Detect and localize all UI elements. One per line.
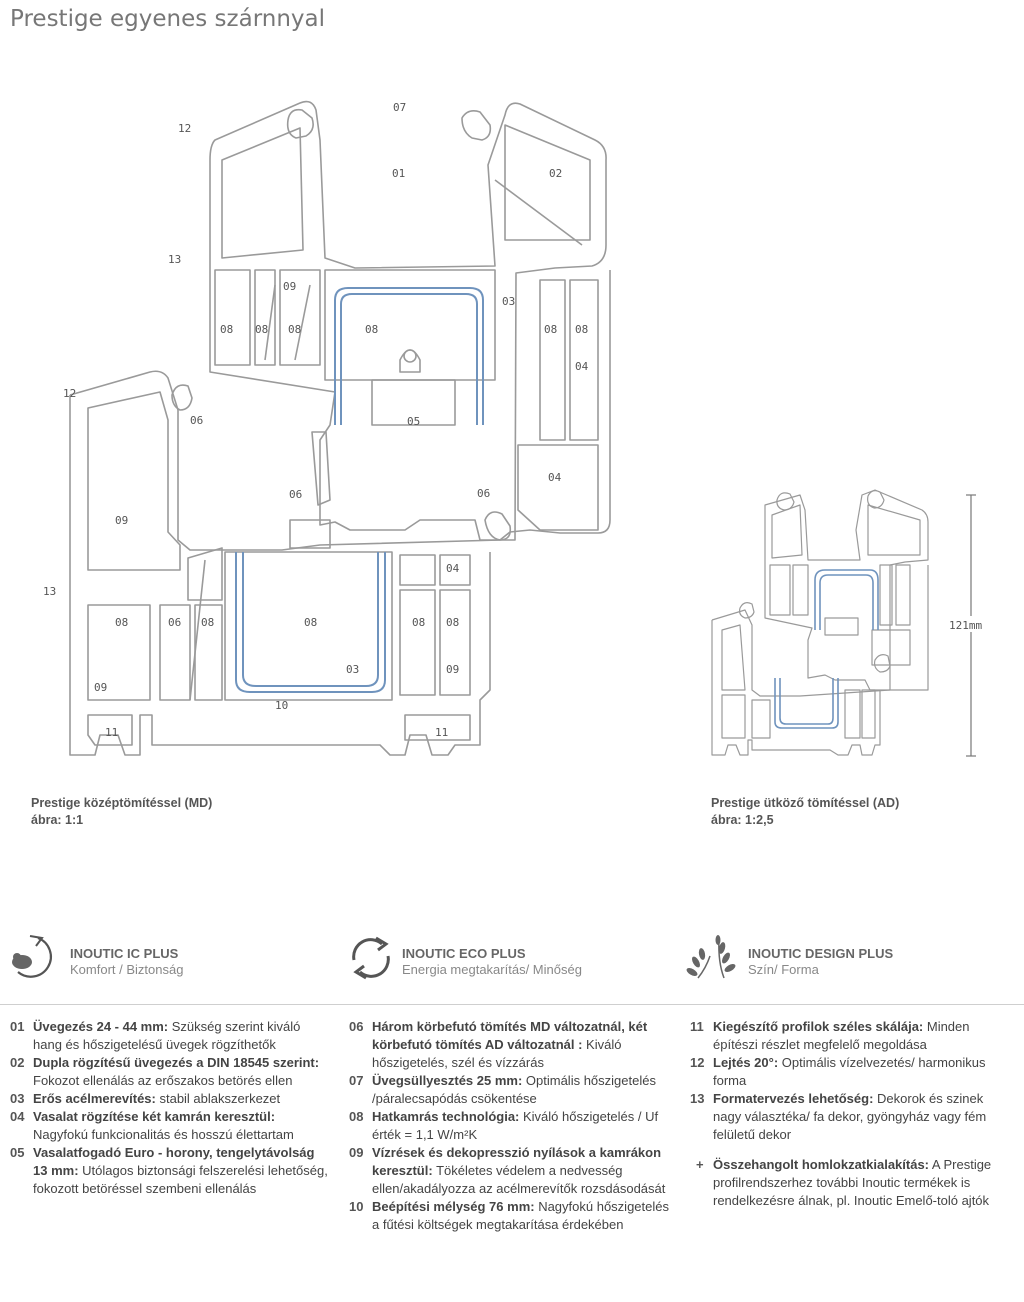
- page-title: Prestige egyenes szárnnyal: [10, 6, 326, 32]
- recycle-arrows-icon: [352, 936, 390, 980]
- label-06: 06: [168, 616, 181, 629]
- label-06: 06: [477, 487, 490, 500]
- md-caption-scale: ábra: 1:1: [31, 813, 84, 827]
- label-08: 08: [255, 323, 268, 336]
- label-08: 08: [575, 323, 588, 336]
- label-03: 03: [502, 295, 515, 308]
- label-08: 08: [304, 616, 317, 629]
- label-08: 08: [288, 323, 301, 336]
- label-10: 10: [275, 699, 288, 712]
- label-13: 13: [43, 585, 56, 598]
- ad-caption-scale: ábra: 1:2,5: [711, 813, 774, 827]
- label-05: 05: [407, 415, 420, 428]
- profile-diagrams: 07 01 02 12 13 09 03 08 08 08 08 08 08 0…: [43, 100, 983, 757]
- label-12: 12: [178, 122, 191, 135]
- md-chamber-labels: 07 01 02 12 13 09 03 08 08 08 08 08 08 0…: [43, 101, 589, 739]
- laurel-wreath-icon: [686, 935, 736, 979]
- label-11: 11: [105, 726, 118, 739]
- ad-steel-drawing: [774, 569, 879, 729]
- label-08: 08: [220, 323, 233, 336]
- md-caption-title: Prestige középtömítéssel (MD): [31, 796, 213, 810]
- label-03: 03: [346, 663, 359, 676]
- label-07: 07: [393, 101, 406, 114]
- label-08: 08: [365, 323, 378, 336]
- label-11: 11: [435, 726, 448, 739]
- comfort-security-icon: [12, 935, 52, 978]
- label-06: 06: [190, 414, 203, 427]
- label-13: 13: [168, 253, 181, 266]
- dimension-label: 121mm: [949, 619, 982, 632]
- label-09: 09: [115, 514, 128, 527]
- ad-profile-drawing: [711, 489, 929, 756]
- label-08: 08: [544, 323, 557, 336]
- steel-reinforcement-drawing: [235, 287, 484, 693]
- feature-name: INOUTIC IC PLUS: [70, 946, 179, 961]
- label-08: 08: [412, 616, 425, 629]
- feature-subtitle: Energia megtakarítás/ Minőség: [402, 962, 582, 977]
- list-item: +Összehangolt homlokzatkialakítás: A Pre…: [696, 1157, 992, 1208]
- feature-subtitle: Szín/ Forma: [748, 962, 819, 977]
- label-08: 08: [446, 616, 459, 629]
- label-06: 06: [289, 488, 302, 501]
- label-09: 09: [94, 681, 107, 694]
- label-04: 04: [575, 360, 589, 373]
- feature-name: INOUTIC ECO PLUS: [402, 946, 526, 961]
- ad-caption-title: Prestige ütköző tömítéssel (AD): [711, 796, 900, 810]
- feature-subtitle: Komfort / Biztonság: [70, 962, 184, 977]
- label-04: 04: [548, 471, 562, 484]
- label-02: 02: [549, 167, 562, 180]
- md-caption: Prestige középtömítéssel (MD) ábra: 1:1: [31, 795, 212, 829]
- label-08: 08: [201, 616, 214, 629]
- label-04: 04: [446, 562, 460, 575]
- label-01: 01: [392, 167, 405, 180]
- feature-name: INOUTIC DESIGN PLUS: [748, 946, 894, 961]
- label-08: 08: [115, 616, 128, 629]
- ad-caption: Prestige ütköző tömítéssel (AD) ábra: 1:…: [711, 795, 899, 829]
- section-divider: [0, 1004, 1024, 1005]
- label-09: 09: [283, 280, 296, 293]
- md-profile-drawing: [69, 100, 611, 756]
- label-09: 09: [446, 663, 459, 676]
- label-12: 12: [63, 387, 76, 400]
